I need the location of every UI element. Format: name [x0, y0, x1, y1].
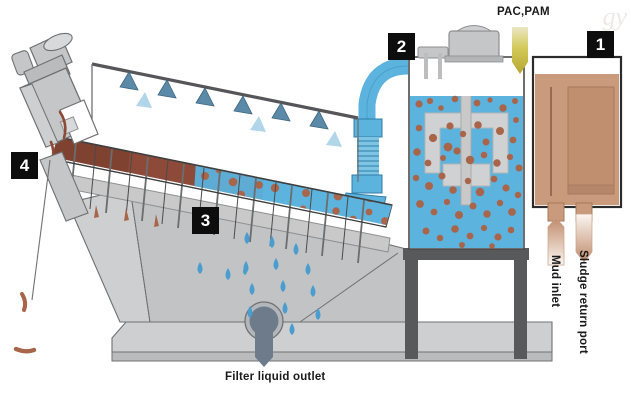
- discharged-cake-particles: [13, 205, 159, 354]
- mixer-drive-motor: [417, 25, 504, 79]
- sludge-return-label: Sludge return port: [577, 250, 589, 354]
- callout-badge-4[interactable]: 4: [11, 152, 38, 179]
- drive-motor-gearbox: [11, 32, 99, 301]
- screw-flights: [69, 141, 365, 264]
- watermark: gy: [602, 2, 627, 31]
- callout-badge-3[interactable]: 3: [192, 207, 219, 234]
- spray-wash-bar: [91, 62, 359, 182]
- callout-badge-1[interactable]: 1: [587, 31, 614, 58]
- chemical-dosing-stream: [512, 27, 528, 74]
- sludge-return-arrow: [575, 213, 593, 263]
- flocculation-mixing-tank: [408, 56, 525, 250]
- mixer-shaft-impeller: [424, 96, 509, 206]
- callout-badge-2[interactable]: 2: [388, 33, 415, 60]
- floc-particles: [412, 95, 523, 249]
- dosing-label: PAC,PAM: [497, 6, 550, 18]
- water-droplets: [197, 232, 321, 335]
- filtrate-outlet-port: [244, 301, 284, 367]
- sludge-storage-tank: [531, 55, 623, 209]
- filtrate-outlet-label: Filter liquid outlet: [225, 371, 326, 383]
- transfer-pipe-bellows: [341, 57, 409, 215]
- tank-support-frame: [403, 248, 529, 359]
- mud-inlet-label: Mud inlet: [549, 255, 561, 308]
- bellows-section: [357, 137, 379, 175]
- spray-nozzles: [119, 71, 329, 130]
- mud-inlet-arrow: [547, 217, 565, 266]
